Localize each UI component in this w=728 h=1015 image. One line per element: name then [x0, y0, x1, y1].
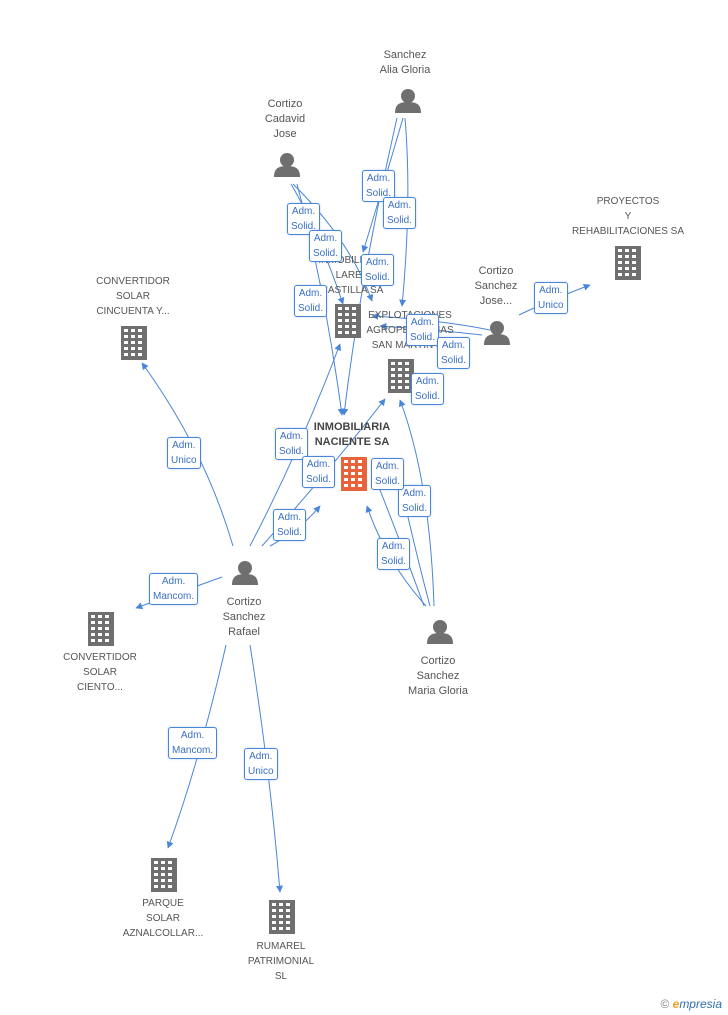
edge-label[interactable]: Adm. Solid. [294, 285, 328, 317]
node-label-cortizo-cadavid[interactable]: Cortizo Cadavid Jose [264, 98, 306, 140]
building-icon[interactable] [269, 900, 295, 934]
footer-brand: © empresia [660, 997, 722, 1011]
building-icon[interactable] [151, 858, 177, 892]
edge-label[interactable]: Adm. Mancom. [168, 727, 218, 759]
edge-label[interactable]: Adm. Solid. [398, 485, 432, 517]
edge-label[interactable]: Adm. Solid. [361, 254, 395, 286]
building-icon[interactable] [615, 246, 641, 280]
edge-label[interactable]: Adm. Solid. [371, 458, 405, 490]
node-label-inmobiliaria-lares[interactable]: INMOBILIARIA LARES CASTILLA SA [318, 255, 386, 296]
building-icon[interactable] [121, 326, 147, 360]
node-label-convertidor-ciento[interactable]: CONVERTIDOR SOLAR CIENTO... [63, 652, 137, 693]
edge-label[interactable]: Adm. Mancom. [149, 573, 199, 605]
edge-label[interactable]: Adm. Unico [167, 437, 201, 469]
person-icon[interactable] [232, 561, 258, 585]
node-label-cortizo-sanchez-maria[interactable]: Cortizo Sanchez Maria Gloria [408, 655, 468, 697]
node-label-cortizo-sanchez-jose[interactable]: Cortizo Sanchez Jose... [474, 265, 518, 307]
edge-label[interactable]: Adm. Unico [534, 282, 568, 314]
building-icon[interactable] [335, 304, 361, 338]
building-icon[interactable] [88, 612, 114, 646]
node-label-cortizo-sanchez-rafael[interactable]: Cortizo Sanchez Rafael [222, 596, 266, 638]
edge-label[interactable]: Adm. Solid. [275, 428, 309, 460]
edge-label[interactable]: Adm. Unico [244, 748, 278, 780]
nodes-layer [88, 89, 641, 934]
edge-label[interactable]: Adm. Solid. [362, 170, 396, 202]
edge-label[interactable]: Adm. Solid. [377, 538, 411, 570]
building-icon[interactable] [341, 457, 367, 491]
edge-label[interactable]: Adm. Solid. [287, 203, 321, 235]
building-icon[interactable] [388, 359, 414, 393]
edge-label[interactable]: Adm. Solid. [383, 197, 417, 229]
brand-logo-text: mpresia [679, 997, 722, 1011]
edge-label[interactable]: Adm. Solid. [437, 337, 471, 369]
person-icon[interactable] [427, 620, 453, 644]
copyright-mark: © [660, 997, 670, 1011]
person-icon[interactable] [484, 321, 510, 345]
node-label-parque-solar[interactable]: PARQUE SOLAR AZNALCOLLAR... [122, 898, 204, 939]
edge-label[interactable]: Adm. Solid. [406, 314, 440, 346]
node-label-rumarel[interactable]: RUMAREL PATRIMONIAL SL [247, 941, 315, 982]
node-label-sanchez-alia[interactable]: Sanchez Alia Gloria [379, 49, 431, 76]
edges-layer [135, 117, 591, 893]
edge-label[interactable]: Adm. Solid. [273, 509, 307, 541]
brand-logo-e: e [672, 997, 680, 1011]
person-icon[interactable] [274, 153, 300, 177]
node-label-convertidor-cincuenta[interactable]: CONVERTIDOR SOLAR CINCUENTA Y... [96, 276, 170, 317]
node-label-proyectos[interactable]: PROYECTOS Y REHABILITACIONES SA [571, 196, 685, 237]
node-label-inmobiliaria-naciente[interactable]: INMOBILIARIA NACIENTE SA [313, 421, 391, 448]
edge-label[interactable]: Adm. Solid. [309, 230, 343, 262]
person-icon[interactable] [395, 89, 421, 113]
edge-label[interactable]: Adm. Solid. [302, 456, 336, 488]
edge-label[interactable]: Adm. Solid. [411, 373, 445, 405]
